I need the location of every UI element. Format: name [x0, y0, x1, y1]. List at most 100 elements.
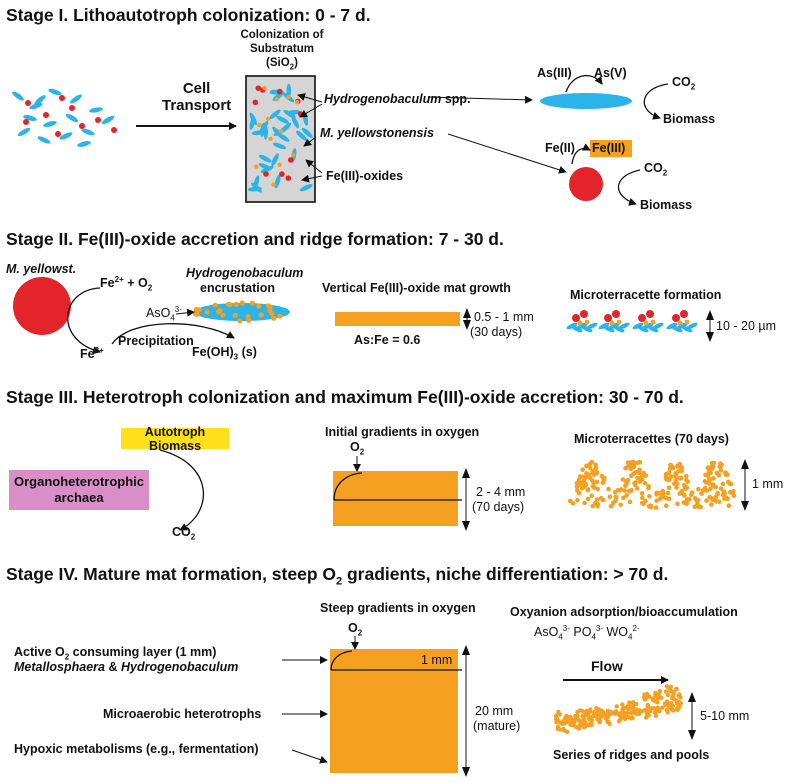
ridge-pool-particle: [554, 720, 559, 725]
ridge-pool-particle: [676, 704, 682, 710]
ridge-particle: [704, 488, 710, 493]
co2-bottom-sub: 2: [662, 168, 668, 178]
as-oxidation-arrow: [565, 74, 603, 93]
ridge-particle: [585, 496, 591, 502]
attached-myellow-cell: [263, 171, 269, 177]
ridge-particle: [726, 503, 732, 509]
ridge-particle: [696, 486, 701, 492]
wo4-text: WO: [606, 625, 629, 640]
mt-hydro: [647, 325, 659, 333]
ridge-particle: [637, 459, 643, 465]
attached-hydro-cell: [299, 184, 313, 192]
ridge-particle: [676, 469, 681, 474]
as-fe-ratio-label: As:Fe = 0.6: [354, 333, 421, 347]
ridge-pool-particle: [553, 716, 559, 722]
ridge-particle: [724, 472, 730, 477]
stage4-o2-label: O2: [348, 621, 362, 638]
free-myellow-cell: [95, 117, 101, 123]
wo4-sup: 2-: [632, 624, 640, 633]
ridge-particle: [679, 489, 685, 494]
ridge-particle: [713, 495, 718, 500]
hydrogenobaculum-cell: [540, 93, 632, 109]
myellow-long-arrow: [447, 133, 567, 174]
stage2-title: Stage II. Fe(III)-oxide accretion and ri…: [6, 229, 504, 249]
stage3-thickness-label: 2 - 4 mm: [476, 485, 526, 499]
aso4-sup: 3-: [174, 305, 182, 314]
mat-thickness-label: 0.5 - 1 mm: [474, 310, 534, 324]
ridge-particle: [677, 476, 683, 481]
ridge-particle: [624, 493, 629, 498]
mature-mat-block: [330, 649, 458, 773]
ridge-pool-particle: [556, 709, 561, 715]
mt-hydro: [586, 322, 598, 330]
attached-myellow-cell: [279, 171, 285, 177]
attached-hydro-cell: [272, 126, 283, 138]
ridge-pool-particle: [579, 719, 584, 724]
free-myellow-cell: [43, 112, 49, 118]
mt-hydro: [671, 325, 683, 333]
microterracette-formation-label: Microterracette formation: [570, 288, 722, 302]
ridge-particle: [728, 481, 734, 487]
ridge-pool-particle: [580, 713, 585, 719]
fe2-text: Fe: [100, 276, 115, 291]
ridge-particle: [687, 496, 692, 502]
ridge-pool-particle: [665, 692, 671, 698]
po4-sub: 4: [591, 632, 596, 642]
ridge-pool-particle: [570, 718, 575, 723]
active-sub: 2: [64, 652, 70, 662]
free-hydro-cell: [101, 115, 115, 125]
mt-myellow: [638, 314, 646, 322]
stage3-co2-text: CO: [172, 525, 191, 539]
metallo-hydro-label: Metallosphaera & Hydrogenobaculum: [14, 660, 238, 674]
ridge-pool-particle: [575, 709, 580, 715]
myellowst-label: M. yellowst.: [6, 262, 77, 276]
ridge-pool-particle: [585, 723, 591, 728]
ridge-pool-particle: [563, 715, 568, 721]
encrust-particle: [232, 312, 238, 318]
mt-myellow: [580, 310, 588, 318]
attached-myellow-cell: [255, 85, 262, 91]
encrust-particle: [267, 307, 273, 314]
mt-hydro: [666, 322, 678, 330]
ridge-particle: [581, 474, 586, 480]
as3-label: As(III): [537, 66, 572, 80]
ridge-particle: [667, 476, 672, 481]
mt-hydro: [598, 322, 610, 330]
ridge-particle: [648, 504, 653, 510]
ridge-particle: [664, 495, 669, 501]
encrust-particle: [220, 312, 226, 318]
mt-hydro: [603, 325, 615, 333]
co2-top-label: CO2: [672, 75, 695, 92]
ridge-pool-particle: [561, 726, 566, 732]
ridge-particle: [704, 480, 709, 485]
ridge-particle: [594, 479, 600, 485]
ridge-particle: [639, 477, 645, 482]
stage4-mature-label: (mature): [473, 719, 521, 733]
mt-hydro: [581, 325, 593, 333]
ridge-particle: [659, 493, 665, 499]
fe-oxide-particle: [257, 122, 262, 128]
ridge-particle: [703, 472, 708, 478]
ridge-particle: [700, 488, 706, 493]
co2-top-text: CO: [672, 75, 691, 89]
hydro-name: Hydrogenobaculum: [324, 92, 442, 106]
ridge-particle: [633, 480, 638, 485]
attached-hydro-cell: [301, 127, 313, 138]
ridge-pool-particle: [642, 692, 647, 697]
aso4-sub: 4: [170, 313, 175, 323]
ridge-pool-particle: [664, 684, 669, 689]
fe3plus-label: Fe3+: [80, 346, 104, 361]
ridge-particle: [575, 488, 580, 493]
ridge-particle: [718, 486, 724, 491]
biomass-bottom-label: Biomass: [640, 198, 693, 212]
mt-oxide: [577, 320, 583, 326]
fe-oxide-particle: [271, 182, 276, 187]
free-hydro-cell: [65, 113, 79, 123]
ridge-particle: [580, 467, 585, 473]
ridge-size-label: 5-10 mm: [700, 709, 750, 723]
ridge-pool-particle: [644, 711, 650, 716]
mt-myellow: [680, 310, 688, 318]
ridge-particle: [653, 505, 659, 510]
ridge-pool-particle: [670, 703, 675, 709]
mt-myellow: [672, 314, 680, 322]
